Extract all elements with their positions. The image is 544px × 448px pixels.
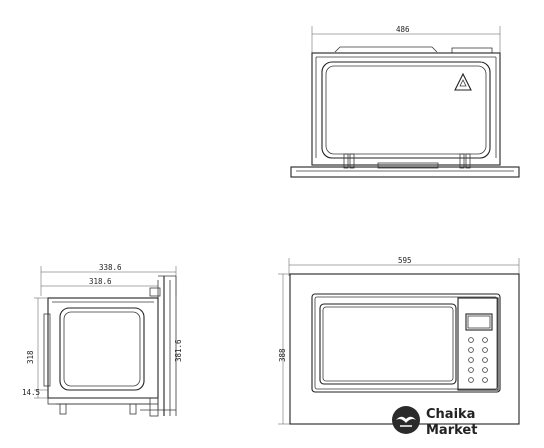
watermark-line1: Chaika — [426, 407, 475, 422]
side-window — [59, 307, 145, 391]
side-outer-width-dimension: 338.6 — [99, 263, 122, 272]
keypad-button — [468, 367, 474, 373]
display-panel — [465, 313, 493, 331]
keypad-button — [482, 357, 488, 363]
side-body — [47, 297, 159, 399]
top-view: 486 — [290, 25, 520, 178]
side-inner-width-dimension: 318.6 — [89, 277, 112, 286]
keypad-button — [482, 377, 488, 383]
keypad-button — [468, 337, 474, 343]
control-panel — [457, 297, 499, 391]
front-door-window — [319, 303, 457, 385]
keypad-button — [468, 377, 474, 383]
top-width-dimension: 486 — [396, 25, 410, 34]
keypad-button — [468, 357, 474, 363]
front-height-dimension: 388 — [278, 348, 287, 362]
top-leg-left — [343, 153, 349, 169]
warning-triangle-icon — [454, 72, 472, 91]
watermark-line2: Market — [426, 423, 477, 438]
keypad-button — [482, 347, 488, 353]
front-trim-frame — [289, 273, 520, 425]
front-body — [311, 293, 501, 393]
side-bottom-offset-dimension: 14.5 — [22, 388, 40, 397]
front-view: 595 388 — [278, 256, 520, 425]
top-vent-bump — [334, 46, 438, 53]
side-leg — [59, 403, 67, 415]
top-body — [311, 52, 501, 166]
top-leg-right — [459, 153, 465, 169]
keypad — [468, 337, 488, 383]
side-outer-height-dimension: 381.6 — [174, 339, 183, 362]
top-window — [321, 61, 491, 159]
keypad-button — [482, 337, 488, 343]
keypad-button — [482, 367, 488, 373]
top-rear-bump — [451, 47, 493, 54]
front-width-dimension: 595 — [398, 256, 412, 265]
watermark: Chaika Market — [392, 406, 477, 438]
top-mounting-rail — [290, 166, 520, 178]
keypad-button — [468, 347, 474, 353]
side-inner-height-dimension: 318 — [26, 350, 35, 364]
side-view: 338.6 318.6 318 14.5 381.6 — [22, 263, 183, 417]
